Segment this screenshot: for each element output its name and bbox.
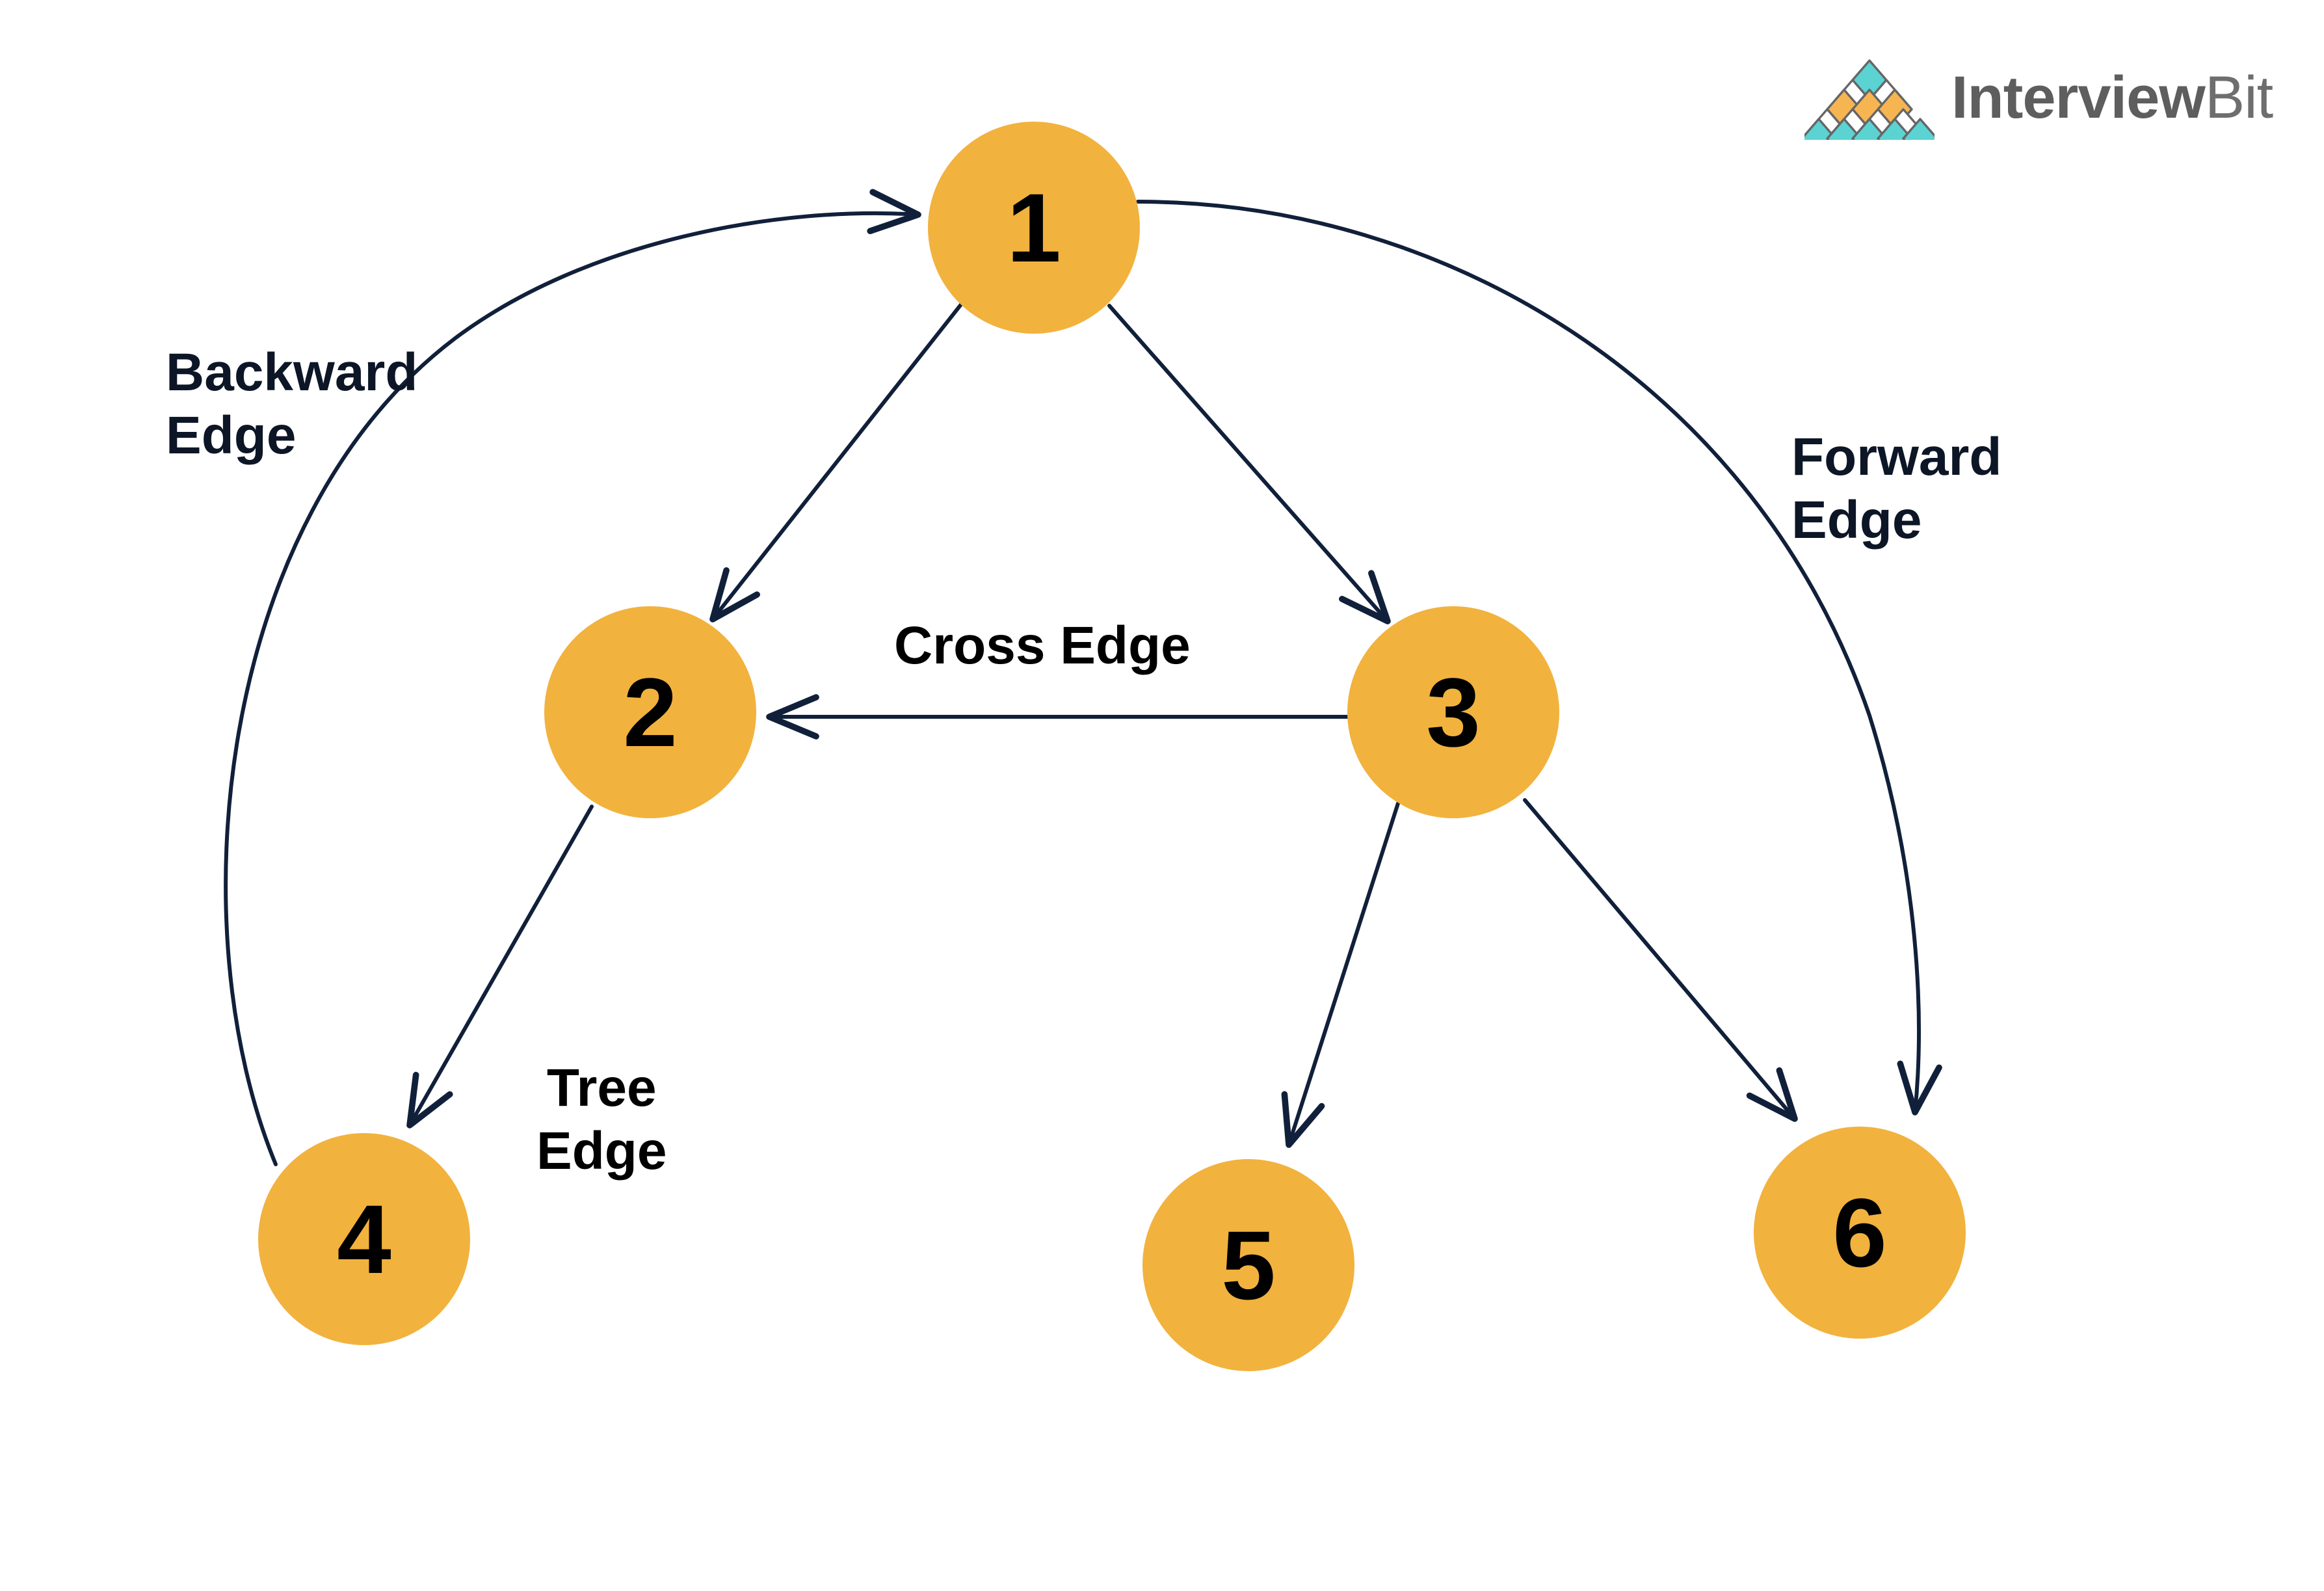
interviewbit-mark-icon: [1804, 59, 1934, 140]
node-1[interactable]: 1: [928, 122, 1140, 334]
node-4-circle[interactable]: [258, 1133, 470, 1345]
node-6[interactable]: 6: [1754, 1127, 1966, 1339]
edge-backward-4-to-1: [224, 189, 921, 1166]
node-3-circle[interactable]: [1347, 606, 1559, 818]
node-1-label: 1: [1007, 173, 1061, 282]
node-4[interactable]: 4: [258, 1133, 470, 1345]
node-1-circle[interactable]: [928, 122, 1140, 334]
label-backward-edge: Backward Edge: [166, 343, 418, 465]
edge-forward-1-to-6: [1136, 200, 1942, 1116]
logo-word-bit: Bit: [2204, 64, 2273, 131]
node-layer: 1 2 3 4 5 6: [258, 122, 1966, 1371]
label-tree-edge: Tree Edge: [536, 1058, 667, 1181]
edge-layer: [224, 189, 1942, 1166]
node-3-label: 3: [1426, 658, 1480, 767]
node-5-circle[interactable]: [1142, 1159, 1354, 1371]
edge-tree-1-to-3: [1107, 304, 1391, 624]
logo-word-interview: Interview: [1951, 64, 2206, 131]
node-2-label: 2: [623, 658, 677, 767]
label-cross-edge: Cross Edge: [894, 616, 1191, 675]
node-4-label: 4: [337, 1184, 391, 1294]
interviewbit-logo: Interview Bit: [1804, 49, 2299, 146]
node-3[interactable]: 3: [1347, 606, 1559, 818]
node-6-circle[interactable]: [1754, 1127, 1966, 1339]
node-6-label: 6: [1832, 1178, 1886, 1287]
node-2[interactable]: 2: [544, 606, 756, 818]
label-forward-edge: Forward Edge: [1791, 427, 2002, 550]
edge-tree-3-to-5: [1281, 801, 1400, 1148]
edge-tree-3-to-6: [1523, 798, 1798, 1122]
node-5-label: 5: [1221, 1210, 1275, 1320]
edge-tree-1-to-2: [709, 302, 963, 622]
node-5[interactable]: 5: [1142, 1159, 1354, 1371]
interviewbit-wordmark: Interview Bit: [1951, 64, 2273, 132]
edge-tree-2-to-4: [406, 805, 594, 1129]
node-2-circle[interactable]: [544, 606, 756, 818]
